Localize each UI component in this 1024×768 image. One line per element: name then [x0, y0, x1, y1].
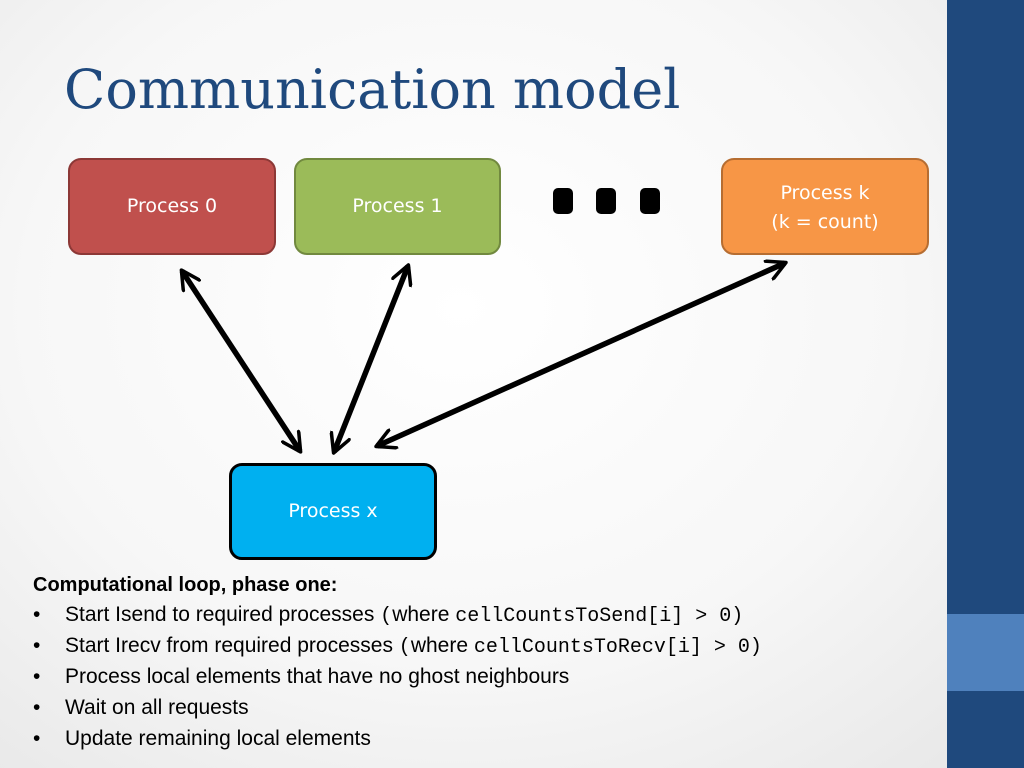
bullet-text: Process local elements that have no ghos… — [65, 665, 570, 688]
bullet-list: • Start Isend to required processes (whe… — [33, 599, 933, 754]
arrow-x-to-process-1 — [334, 266, 408, 452]
bullet-text: Start Irecv from required processes — [65, 634, 399, 657]
arrow-x-to-process-k — [377, 263, 785, 446]
bullet-text: Update remaining local elements — [65, 727, 371, 750]
bullet-item: • Wait on all requests — [33, 692, 933, 723]
process-x-label: Process x — [288, 500, 378, 523]
process-k-label-line-1: Process k — [780, 182, 870, 204]
process-1-label: Process 1 — [352, 195, 443, 218]
bullet-marker: • — [33, 696, 41, 719]
ellipsis-dot — [596, 188, 616, 214]
process-k-box: Process k (k = count) — [721, 158, 929, 255]
process-x-box: Process x — [229, 463, 437, 560]
bullet-item: • Process local elements that have no gh… — [33, 661, 933, 692]
ellipsis-dots — [548, 188, 668, 224]
sidebar-accent-block — [947, 614, 1024, 691]
bullet-item: • Start Irecv from required processes (w… — [33, 630, 933, 661]
bullet-code: cellCountsToSend[i] > 0) — [455, 605, 744, 628]
bullet-marker: • — [33, 665, 41, 688]
bullet-code: cellCountsToRecv[i] > 0) — [473, 636, 762, 659]
slide-title: Communication model — [64, 58, 681, 121]
bullet-marker: • — [33, 603, 41, 626]
arrow-x-to-process-0 — [182, 271, 300, 451]
process-0-label: Process 0 — [126, 195, 218, 218]
bullet-item: • Update remaining local elements — [33, 723, 933, 754]
bullet-where: where — [392, 603, 456, 626]
bullet-paren: ( — [398, 636, 411, 659]
bullet-paren: ( — [380, 605, 393, 628]
ellipsis-dot — [553, 188, 573, 214]
process-1-box: Process 1 — [294, 158, 501, 255]
bullet-where: where — [410, 634, 474, 657]
bullet-text: Wait on all requests — [65, 696, 249, 719]
process-0-box: Process 0 — [68, 158, 276, 255]
notes-section: Computational loop, phase one: • Start I… — [33, 571, 933, 754]
notes-heading: Computational loop, phase one: — [33, 574, 338, 596]
process-k-label: Process k (k = count) — [771, 179, 878, 236]
bullet-text: Start Isend to required processes — [65, 603, 381, 626]
ellipsis-dot — [640, 188, 660, 214]
bullet-marker: • — [33, 727, 41, 750]
bullet-marker: • — [33, 634, 41, 657]
bullet-item: • Start Isend to required processes (whe… — [33, 599, 933, 630]
process-k-label-line-2: (k = count) — [771, 210, 879, 233]
